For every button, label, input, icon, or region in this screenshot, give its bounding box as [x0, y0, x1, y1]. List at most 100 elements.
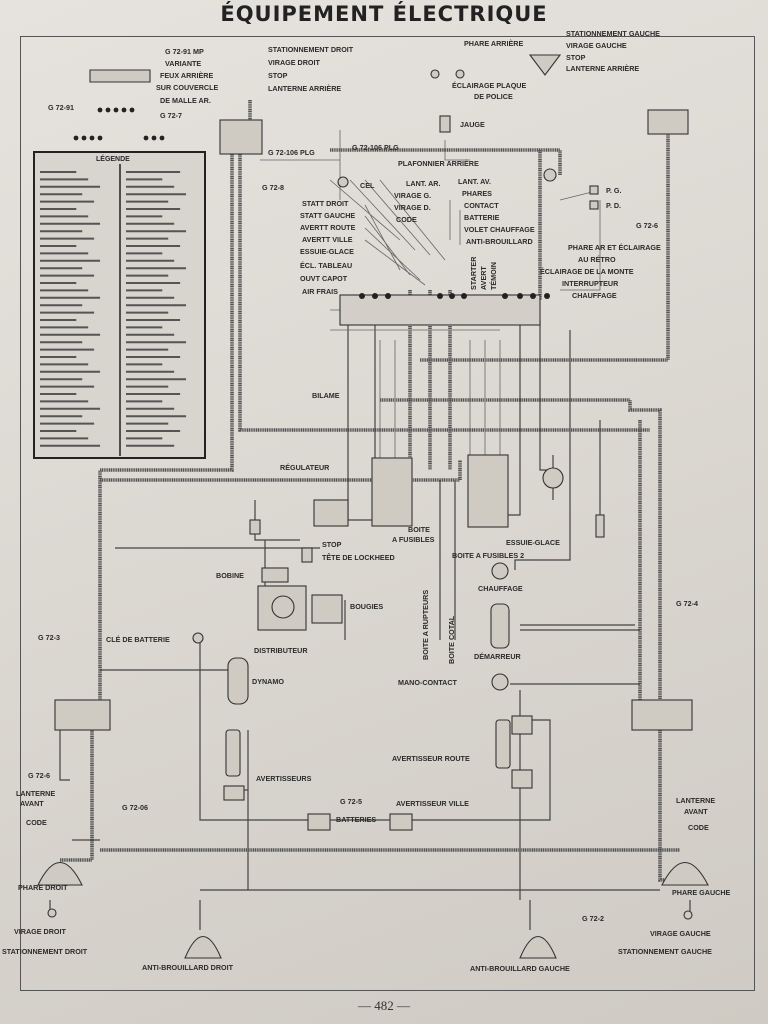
label-de-police: DE POLICE: [474, 92, 513, 101]
label-cle-batterie: CLÉ DE BATTERIE: [106, 635, 170, 644]
label-stat-gauche: STATT GAUCHE: [300, 211, 355, 220]
label-sw-contact: CONTACT: [464, 201, 499, 210]
component-labels: G 72-91 MP VARIANTE FEUX ARRIÈRE SUR COU…: [2, 29, 731, 973]
label-pg: P. G.: [606, 186, 621, 195]
label-g72-4-right: G 72-4: [676, 599, 698, 608]
label-starter: STARTER: [469, 256, 478, 290]
label-avert-ville: AVERTT VILLE: [302, 235, 353, 244]
switch-bank: [339, 293, 550, 326]
label-stationnement-droit-rear: STATIONNEMENT DROIT: [268, 45, 354, 54]
label-avant-l: AVANT: [20, 799, 44, 808]
label-boite: BOITE: [408, 525, 430, 534]
label-variante: VARIANTE: [165, 59, 201, 68]
label-bilame: BILAME: [312, 391, 340, 400]
label-boite-fusibles-2: BOITE A FUSIBLES 2: [452, 551, 524, 560]
label-interrupteur: INTERRUPTEUR: [562, 279, 619, 288]
label-sw-lant-ar: LANT. AR.: [406, 179, 440, 188]
label-stationnement-gauche-rear: STATIONNEMENT GAUCHE: [566, 29, 660, 38]
label-feux-arriere: FEUX ARRIÈRE: [160, 71, 213, 80]
label-boite-cotal: BOITE COTAL: [447, 615, 456, 664]
label-ouv-capot: OUVT CAPOT: [300, 274, 348, 283]
label-code-l: CODE: [26, 818, 47, 827]
label-stop-rear: STOP: [268, 71, 288, 80]
label-lanterne-r: LANTERNE: [676, 796, 715, 805]
label-virage-droit-rear: VIRAGE DROIT: [268, 58, 321, 67]
label-stationnement-gauche: STATIONNEMENT GAUCHE: [618, 947, 712, 956]
page-title: ÉQUIPEMENT ÉLECTRIQUE: [220, 2, 548, 26]
legend-entries: [40, 171, 187, 447]
label-jauge: JAUGE: [460, 120, 485, 129]
label-bougies: BOUGIES: [350, 602, 383, 611]
label-sw-lant-av: LANT. AV.: [458, 177, 491, 186]
label-dynamo: DYNAMO: [252, 677, 284, 686]
label-pd: P. D.: [606, 201, 621, 210]
label-stationnement-droit: STATIONNEMENT DROIT: [2, 947, 88, 956]
label-phare-droit: PHARE DROIT: [18, 883, 68, 892]
label-sw-phares: PHARES: [462, 189, 492, 198]
label-sur-couvercle: SUR COUVERCLE: [156, 83, 219, 92]
label-sw-batterie: BATTERIE: [464, 213, 500, 222]
label-avant-r: AVANT: [684, 807, 708, 816]
label-tete-lockheed: TÊTE DE LOCKHEED: [322, 553, 395, 562]
label-avertisseurs: AVERTISSEURS: [256, 774, 312, 783]
label-g72-06: G 72-06: [122, 803, 148, 812]
components: [37, 54, 709, 959]
label-virage-gauche-rear: VIRAGE GAUCHE: [566, 41, 627, 50]
label-air-frais: AIR FRAIS: [302, 287, 338, 296]
label-g72-5: G 72-5: [340, 797, 362, 806]
legend-title: LÉGENDE: [96, 154, 130, 163]
label-g72-91mp: G 72-91 MP: [165, 47, 204, 56]
label-avertisseur-ville: AVERTISSEUR VILLE: [396, 799, 469, 808]
label-anti-brouillard-gauche: ANTI-BROUILLARD GAUCHE: [470, 964, 570, 973]
label-lanterne-l: LANTERNE: [16, 789, 55, 798]
label-sw-virage-g: VIRAGE G.: [394, 191, 431, 200]
label-temoin: TÉMOIN: [489, 262, 498, 290]
label-boite-rupteurs: BOITE A RUPTEURS: [421, 590, 430, 660]
label-phare-arriere: PHARE ARRIÈRE: [464, 39, 523, 48]
page-number: — 482 —: [358, 998, 410, 1013]
label-lanterne-arriere-right: LANTERNE ARRIÈRE: [566, 64, 639, 73]
label-stop: STOP: [322, 540, 342, 549]
label-avert-route: AVERTT ROUTE: [300, 223, 356, 232]
label-lanterne-arriere: LANTERNE ARRIÈRE: [268, 84, 341, 93]
label-demarreur: DÉMARREUR: [474, 652, 522, 661]
label-stat-droit: STATT DROIT: [302, 199, 349, 208]
label-de-malle: DE MALLE AR.: [160, 96, 211, 105]
label-anti-brouillard-droit: ANTI-BROUILLARD DROIT: [142, 963, 234, 972]
label-g72-106-plg: G 72-106 PLG: [352, 143, 399, 152]
label-eclairage-monte: ÉCLAIRAGE DE LA MONTE: [540, 267, 634, 276]
label-au-retro: AU RÉTRO: [578, 255, 616, 264]
label-regulateur: RÉGULATEUR: [280, 463, 330, 472]
label-ecl-tableau: ÉCL. TABLEAU: [300, 261, 352, 270]
label-plafonnier: PLAFONNIER ARRIÈRE: [398, 159, 479, 168]
label-code-r: CODE: [688, 823, 709, 832]
label-avert: AVERT: [479, 266, 488, 290]
label-batteries: BATTERIES: [336, 815, 376, 824]
label-essuie-glace-sw: ESSUIE-GLACE: [300, 247, 354, 256]
harness-bundles: [60, 100, 690, 882]
label-g72-8: G 72-8: [262, 183, 284, 192]
label-virage-gauche: VIRAGE GAUCHE: [650, 929, 711, 938]
label-g72-2: G 72-2: [582, 914, 604, 923]
label-sw-code: CODE: [396, 215, 417, 224]
label-phare-ar-eclairage: PHARE AR ET ÉCLAIRAGE: [568, 243, 661, 252]
label-g72-3: G 72-3: [38, 633, 60, 642]
label-avertisseur-route: AVERTISSEUR ROUTE: [392, 754, 470, 763]
label-chauffage-switch: CHAUFFAGE: [572, 291, 617, 300]
label-virage-droit: VIRAGE DROIT: [14, 927, 67, 936]
label-g72-6-right: G 72-6: [636, 221, 658, 230]
label-g72-6-left: G 72-6: [28, 771, 50, 780]
label-chauffage: CHAUFFAGE: [478, 584, 523, 593]
diagram-frame: [20, 36, 755, 991]
label-a-fusibles: A FUSIBLES: [392, 535, 435, 544]
label-distributeur: DISTRIBUTEUR: [254, 646, 308, 655]
label-bobine: BOBINE: [216, 571, 244, 580]
label-essuie-glace: ESSUIE-GLACE: [506, 538, 560, 547]
label-stop-rear-right: STOP: [566, 53, 586, 62]
label-g72-91: G 72-91: [48, 103, 74, 112]
label-eclairage-plaque: ÉCLAIRAGE PLAQUE: [452, 81, 526, 90]
label-g72-106-left: G 72-106 PLG: [268, 148, 315, 157]
label-sw-cel: CEL: [360, 181, 375, 190]
